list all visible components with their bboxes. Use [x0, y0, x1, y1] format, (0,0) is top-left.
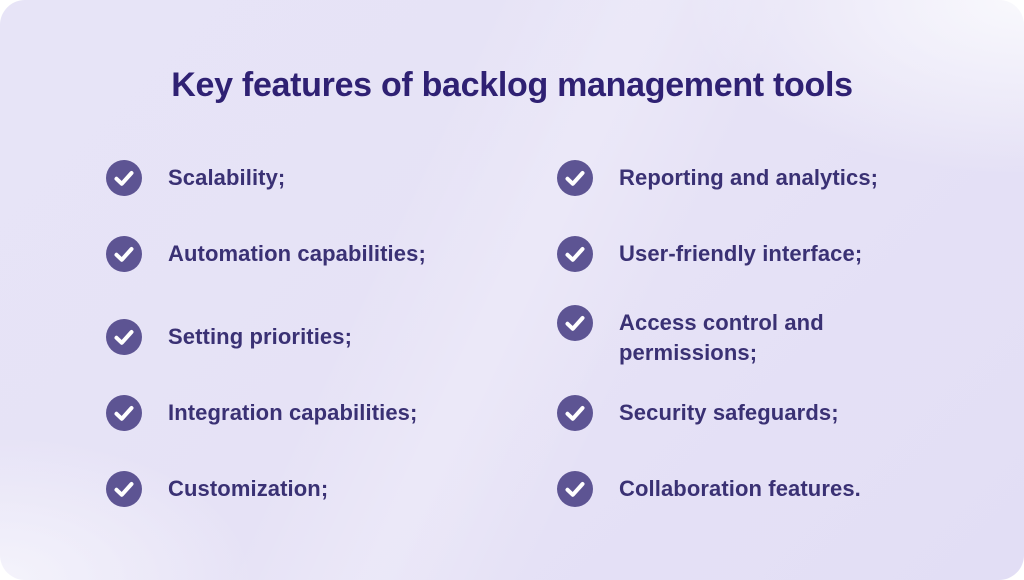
list-item-label: Access control and permissions; — [619, 310, 824, 365]
list-item: Collaboration features. — [557, 471, 861, 507]
list-item: Integration capabilities; — [106, 395, 417, 431]
list-item-label: Integration capabilities; — [168, 400, 418, 425]
list-item: Setting priorities; — [106, 319, 352, 355]
list-item: Automation capabilities; — [106, 236, 426, 272]
check-icon — [106, 395, 142, 431]
list-item: Customization; — [106, 471, 328, 507]
features-column-left: Scalability; Automation capabilities; Se… — [106, 0, 526, 580]
features-column-right: Reporting and analytics; User-friendly i… — [557, 0, 977, 580]
check-icon — [106, 160, 142, 196]
list-item-label: Collaboration features. — [619, 476, 861, 501]
list-item: Access control and permissions; — [557, 305, 919, 368]
check-icon — [557, 305, 593, 341]
list-item: Reporting and analytics; — [557, 160, 878, 196]
check-icon — [106, 236, 142, 272]
check-icon — [557, 236, 593, 272]
list-item-label: Setting priorities; — [168, 324, 353, 349]
list-item-label: Security safeguards; — [619, 400, 839, 425]
list-item: Scalability; — [106, 160, 285, 196]
list-item-label: Reporting and analytics; — [619, 165, 879, 190]
list-item: Security safeguards; — [557, 395, 839, 431]
check-icon — [557, 471, 593, 507]
list-item-label: User-friendly interface; — [619, 241, 863, 266]
check-icon — [106, 471, 142, 507]
check-icon — [557, 395, 593, 431]
list-item: User-friendly interface; — [557, 236, 862, 272]
list-item-label: Automation capabilities; — [168, 241, 426, 266]
check-icon — [106, 319, 142, 355]
list-item-label: Customization; — [168, 476, 329, 501]
page-title: Key features of backlog management tools — [171, 66, 853, 104]
list-item-label: Scalability; — [168, 165, 286, 190]
check-icon — [557, 160, 593, 196]
